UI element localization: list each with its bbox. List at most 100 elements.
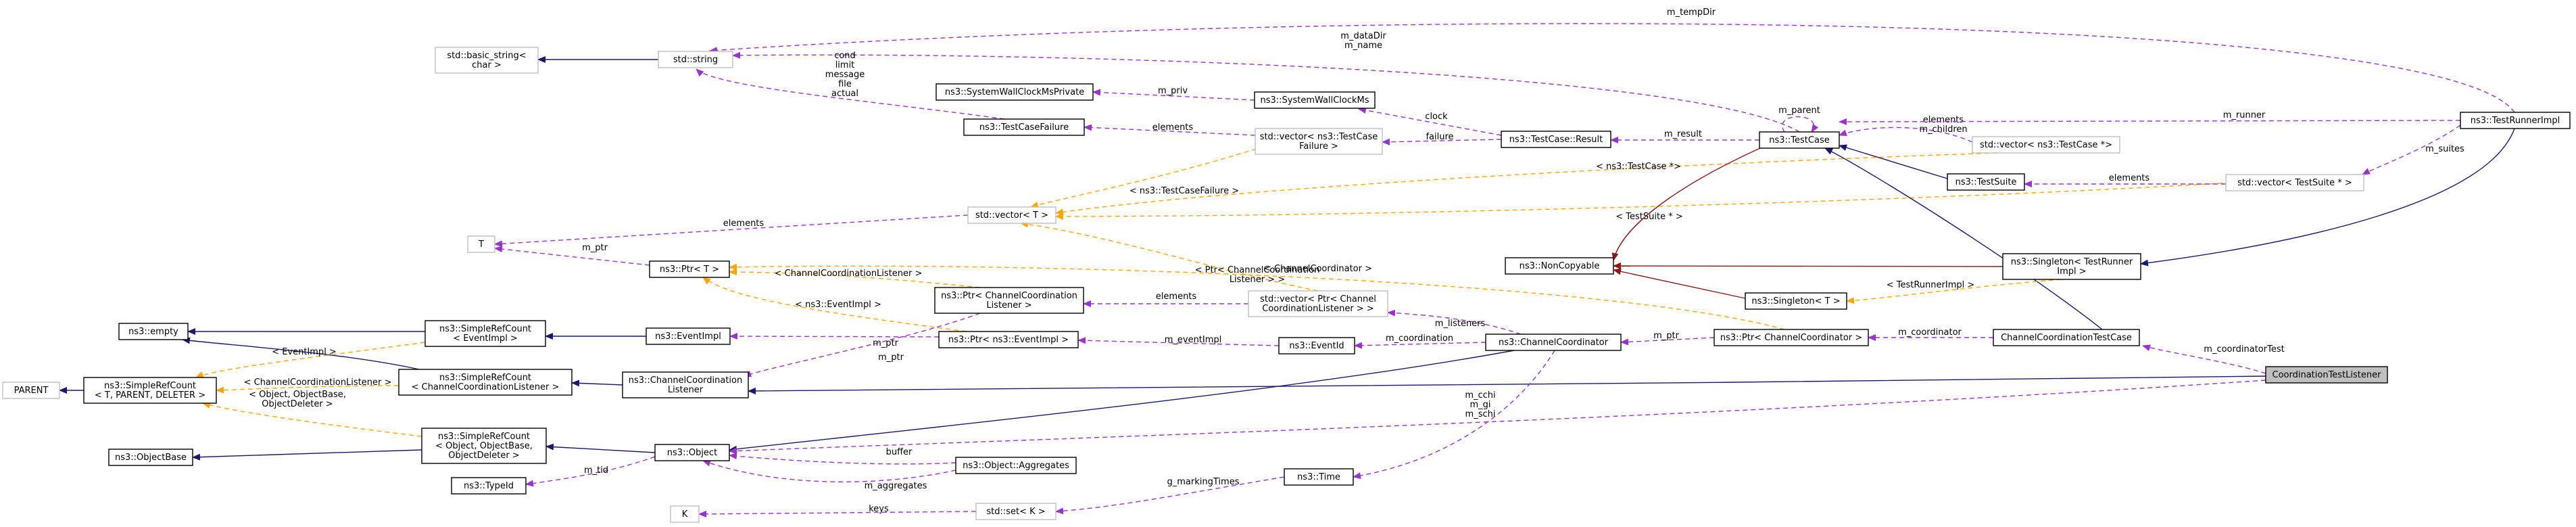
edge-label: < Ptr< ChannelCoordination [1195,265,1320,275]
edge-line [1611,131,1799,261]
node-cc[interactable]: ns3::ChannelCoordinator [1485,334,1622,351]
node-label: ns3::EventImpl [655,331,721,342]
node-singleton_t[interactable]: ns3::Singleton< T > [1745,292,1847,310]
node-eventid[interactable]: ns3::EventId [1278,337,1355,354]
node-src_eventimpl[interactable]: ns3::SimpleRefCount< EventImpl > [424,320,546,347]
node-box [935,83,1094,101]
node-vec_ptr_ccl[interactable]: std::vector< Ptr< ChannelCoordinationLis… [1248,290,1388,317]
node-box [2460,112,2571,129]
node-wall[interactable]: ns3::SystemWallClockMs [1254,91,1376,109]
node-label: ns3::TestSuite [1955,177,2017,187]
node-singleton_runner[interactable]: ns3::Singleton< TestRunnerImpl > [2002,253,2141,280]
node-box [467,235,495,253]
node-box [649,260,730,278]
node-empty[interactable]: ns3::empty [118,323,189,340]
edge-label: failure [1426,132,1453,142]
node-object[interactable]: ns3::Object [654,444,730,461]
node-box [1759,131,1840,149]
node-label: CoordinationTestListener [2273,370,2382,380]
edge-line [2142,344,2266,374]
edge-line [1077,337,1280,346]
node-label: ns3::Ptr< T > [660,265,719,275]
node-src_obj[interactable]: ns3::SimpleRefCount< Object, ObjectBase,… [421,428,547,464]
clock-edge: clock [1358,107,1502,136]
inherit-edge [2140,128,2515,267]
node-ptr_t[interactable]: ns3::Ptr< T > [649,260,730,278]
node-result[interactable]: ns3::TestCase::Result [1501,131,1611,148]
edge-line [748,375,2266,394]
edge-line [702,459,956,482]
node-aggregates[interactable]: ns3::Object::Aggregates [955,457,1077,474]
node-box [2265,366,2388,384]
node-objectbase[interactable]: ns3::ObjectBase [108,449,193,466]
node-cctestcase[interactable]: ChannelCoordinationTestCase [1993,329,2140,346]
m_eventImpl-edge: m_eventImpl [1077,335,1280,346]
node-box [451,477,527,495]
edge-label: m_name [1344,41,1382,51]
node-label: std::vector< ns3::TestCase *> [1980,140,2112,150]
node-label: < T, PARENT, DELETER > [95,390,205,400]
node-box [1248,290,1388,317]
node-label: T [478,239,484,250]
node-box [955,457,1077,474]
node-ccl[interactable]: ns3::ChannelCoordinationListener [622,371,749,398]
use-edge [1055,476,1285,515]
node-vec_failure[interactable]: std::vector< ns3::TestCaseFailure > [1255,128,1383,155]
edge-line [1613,268,1746,299]
node-label: ns3::SystemWallClockMs [1260,95,1369,106]
node-wall_private[interactable]: ns3::SystemWallClockMsPrivate [935,83,1094,101]
edge-label: m_aggregates [865,481,927,491]
edge-line [1846,279,2062,304]
node-cctl[interactable]: CoordinationTestListener [2265,366,2388,384]
edge-line [698,510,977,518]
node-label: std::vector< TestSuite * > [2237,178,2352,188]
edge-label: clock [1425,112,1448,122]
node-box [2,382,60,399]
node-ptr_cc[interactable]: ns3::Ptr< ChannelCoordinator > [1714,329,1869,346]
node-k[interactable]: K [670,505,700,523]
keys-edge: keys [698,504,977,518]
node-label: std::basic_string< [447,51,526,61]
eventimpl_arg-edge: < ns3::EventImpl > [702,277,967,332]
node-t[interactable]: T [467,235,495,253]
node-vec_suite[interactable]: std::vector< TestSuite * > [2225,174,2364,191]
m_coordinator-edge: m_coordinator [1868,327,1993,341]
node-typeid[interactable]: ns3::TypeId [451,477,527,495]
edge-line [1084,124,1256,136]
edge-line [545,443,656,453]
edge-line [1782,116,1819,133]
node-ptr_eventimpl[interactable]: ns3::Ptr< ns3::EventImpl > [938,331,1079,348]
node-basic_string[interactable]: std::basic_string<char > [435,47,539,74]
node-label: Impl > [2057,267,2086,277]
node-box [1284,468,1354,486]
node-box [646,327,731,345]
node-src_ccl[interactable]: ns3::SimpleRefCount< ChannelCoordination… [398,369,573,396]
failure-edge: failure [1382,132,1502,145]
node-vector_t[interactable]: std::vector< T > [967,206,1056,224]
edge-line [195,342,426,378]
edge-line [1839,118,2461,125]
edge-label: < Object, ObjectBase, [249,390,346,400]
node-string[interactable]: std::string [658,51,733,68]
node-runner[interactable]: ns3::TestRunnerImpl [2460,112,2571,129]
node-vec_testcase[interactable]: std::vector< ns3::TestCase *> [1972,136,2120,154]
node-testsuite[interactable]: ns3::TestSuite [1947,173,2025,191]
node-testcase[interactable]: ns3::TestCase [1759,131,1840,149]
node-box [934,287,1084,314]
node-set_k[interactable]: std::set< K > [975,503,1056,520]
node-eventimpl[interactable]: ns3::EventImpl [646,327,731,345]
node-label: ns3::TestCase::Result [1509,135,1603,145]
node-parent[interactable]: PARENT [2,382,60,399]
node-time[interactable]: ns3::Time [1284,468,1354,486]
node-label: Listener > [986,300,1031,311]
node-ptr_ccl[interactable]: ns3::Ptr< ChannelCoordinationListener > [934,287,1084,314]
edge-line [1092,89,1255,101]
node-src_tpd[interactable]: ns3::SimpleRefCount< T, PARENT, DELETER … [83,377,217,404]
node-box [1278,337,1355,354]
node-box [1972,136,2120,154]
edge-label: elements [1923,115,1964,125]
node-failure[interactable]: ns3::TestCaseFailure [963,118,1085,136]
node-noncopyable[interactable]: ns3::NonCopyable [1505,257,1614,275]
edge-label: m_result [1664,129,1702,139]
